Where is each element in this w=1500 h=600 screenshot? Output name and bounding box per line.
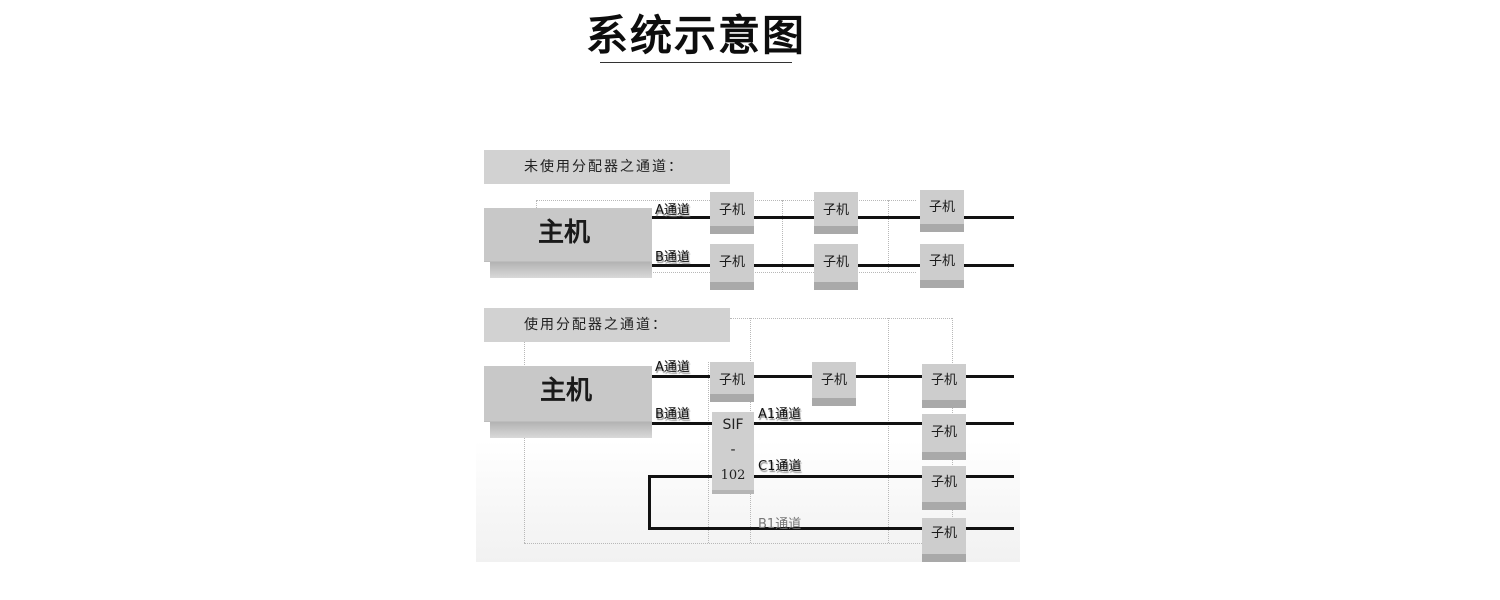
connection-line [648, 475, 712, 478]
section-label-no-splitter: 未使用分配器之通道： [484, 150, 730, 184]
host-box-bottom [490, 262, 652, 278]
sub-unit-label: 子机 [718, 255, 745, 270]
sub-unit-box: 子机 [812, 362, 856, 406]
sub-unit-label: 子机 [928, 200, 955, 215]
guide-line [888, 318, 889, 543]
sub-unit-box: 子机 [710, 362, 754, 402]
sub-unit-box: 子机 [920, 190, 964, 232]
connection-line [652, 422, 712, 425]
sub-unit-label: 子机 [822, 203, 849, 218]
sub-unit-box: 子机 [922, 414, 966, 460]
splitter-label-number: 102 [720, 468, 746, 483]
sub-unit-box: 子机 [710, 244, 754, 290]
channel-label-a1: A1通道 [758, 407, 802, 422]
guide-line [524, 342, 525, 543]
splitter-label-model: SIF [722, 417, 744, 433]
host-label: 主机 [539, 376, 592, 406]
channel-label-a: A通道 [655, 360, 690, 375]
guide-line [524, 543, 952, 544]
channel-label-a: A通道 [655, 203, 690, 218]
connection-line [754, 475, 1014, 478]
guide-line [730, 318, 952, 319]
host-label: 主机 [537, 218, 590, 248]
host-box [484, 208, 652, 262]
channel-label-b: B通道 [655, 250, 690, 265]
page-title: 系统示意图 [585, 11, 806, 60]
channel-label-b1: B1通道 [758, 517, 802, 532]
sub-unit-box: 子机 [922, 466, 966, 510]
channel-label-c1: C1通道 [758, 459, 802, 474]
sub-unit-label: 子机 [928, 254, 955, 269]
guide-line [708, 362, 709, 543]
connection-line [754, 422, 1014, 425]
sub-unit-box: 子机 [814, 244, 858, 290]
sub-unit-box: 子机 [710, 192, 754, 234]
host-box-bottom [490, 422, 652, 438]
section-label-text: 使用分配器之通道： [524, 317, 668, 333]
connection-line [648, 475, 651, 530]
sub-unit-box: 子机 [920, 244, 964, 288]
host-box [484, 366, 652, 422]
section-label-with-splitter: 使用分配器之通道： [484, 308, 730, 342]
section-label-text: 未使用分配器之通道： [524, 159, 684, 175]
sub-unit-label: 子机 [930, 526, 957, 541]
sub-unit-box: 子机 [814, 192, 858, 234]
guide-line [782, 200, 783, 272]
sub-unit-label: 子机 [930, 475, 957, 490]
sub-unit-box: 子机 [922, 364, 966, 408]
sub-unit-label: 子机 [718, 203, 745, 218]
guide-line [888, 200, 889, 272]
splitter-box: SIF - 102 [712, 412, 754, 494]
sub-unit-label: 子机 [718, 373, 745, 388]
sub-unit-label: 子机 [820, 373, 847, 388]
sub-unit-box: 子机 [922, 518, 966, 562]
sub-unit-label: 子机 [822, 255, 849, 270]
connection-line [648, 527, 1014, 530]
splitter-label-dash: - [730, 442, 736, 458]
sub-unit-label: 子机 [930, 373, 957, 388]
channel-label-b: B通道 [655, 407, 690, 422]
sub-unit-label: 子机 [930, 425, 957, 440]
title-underline [600, 62, 792, 63]
